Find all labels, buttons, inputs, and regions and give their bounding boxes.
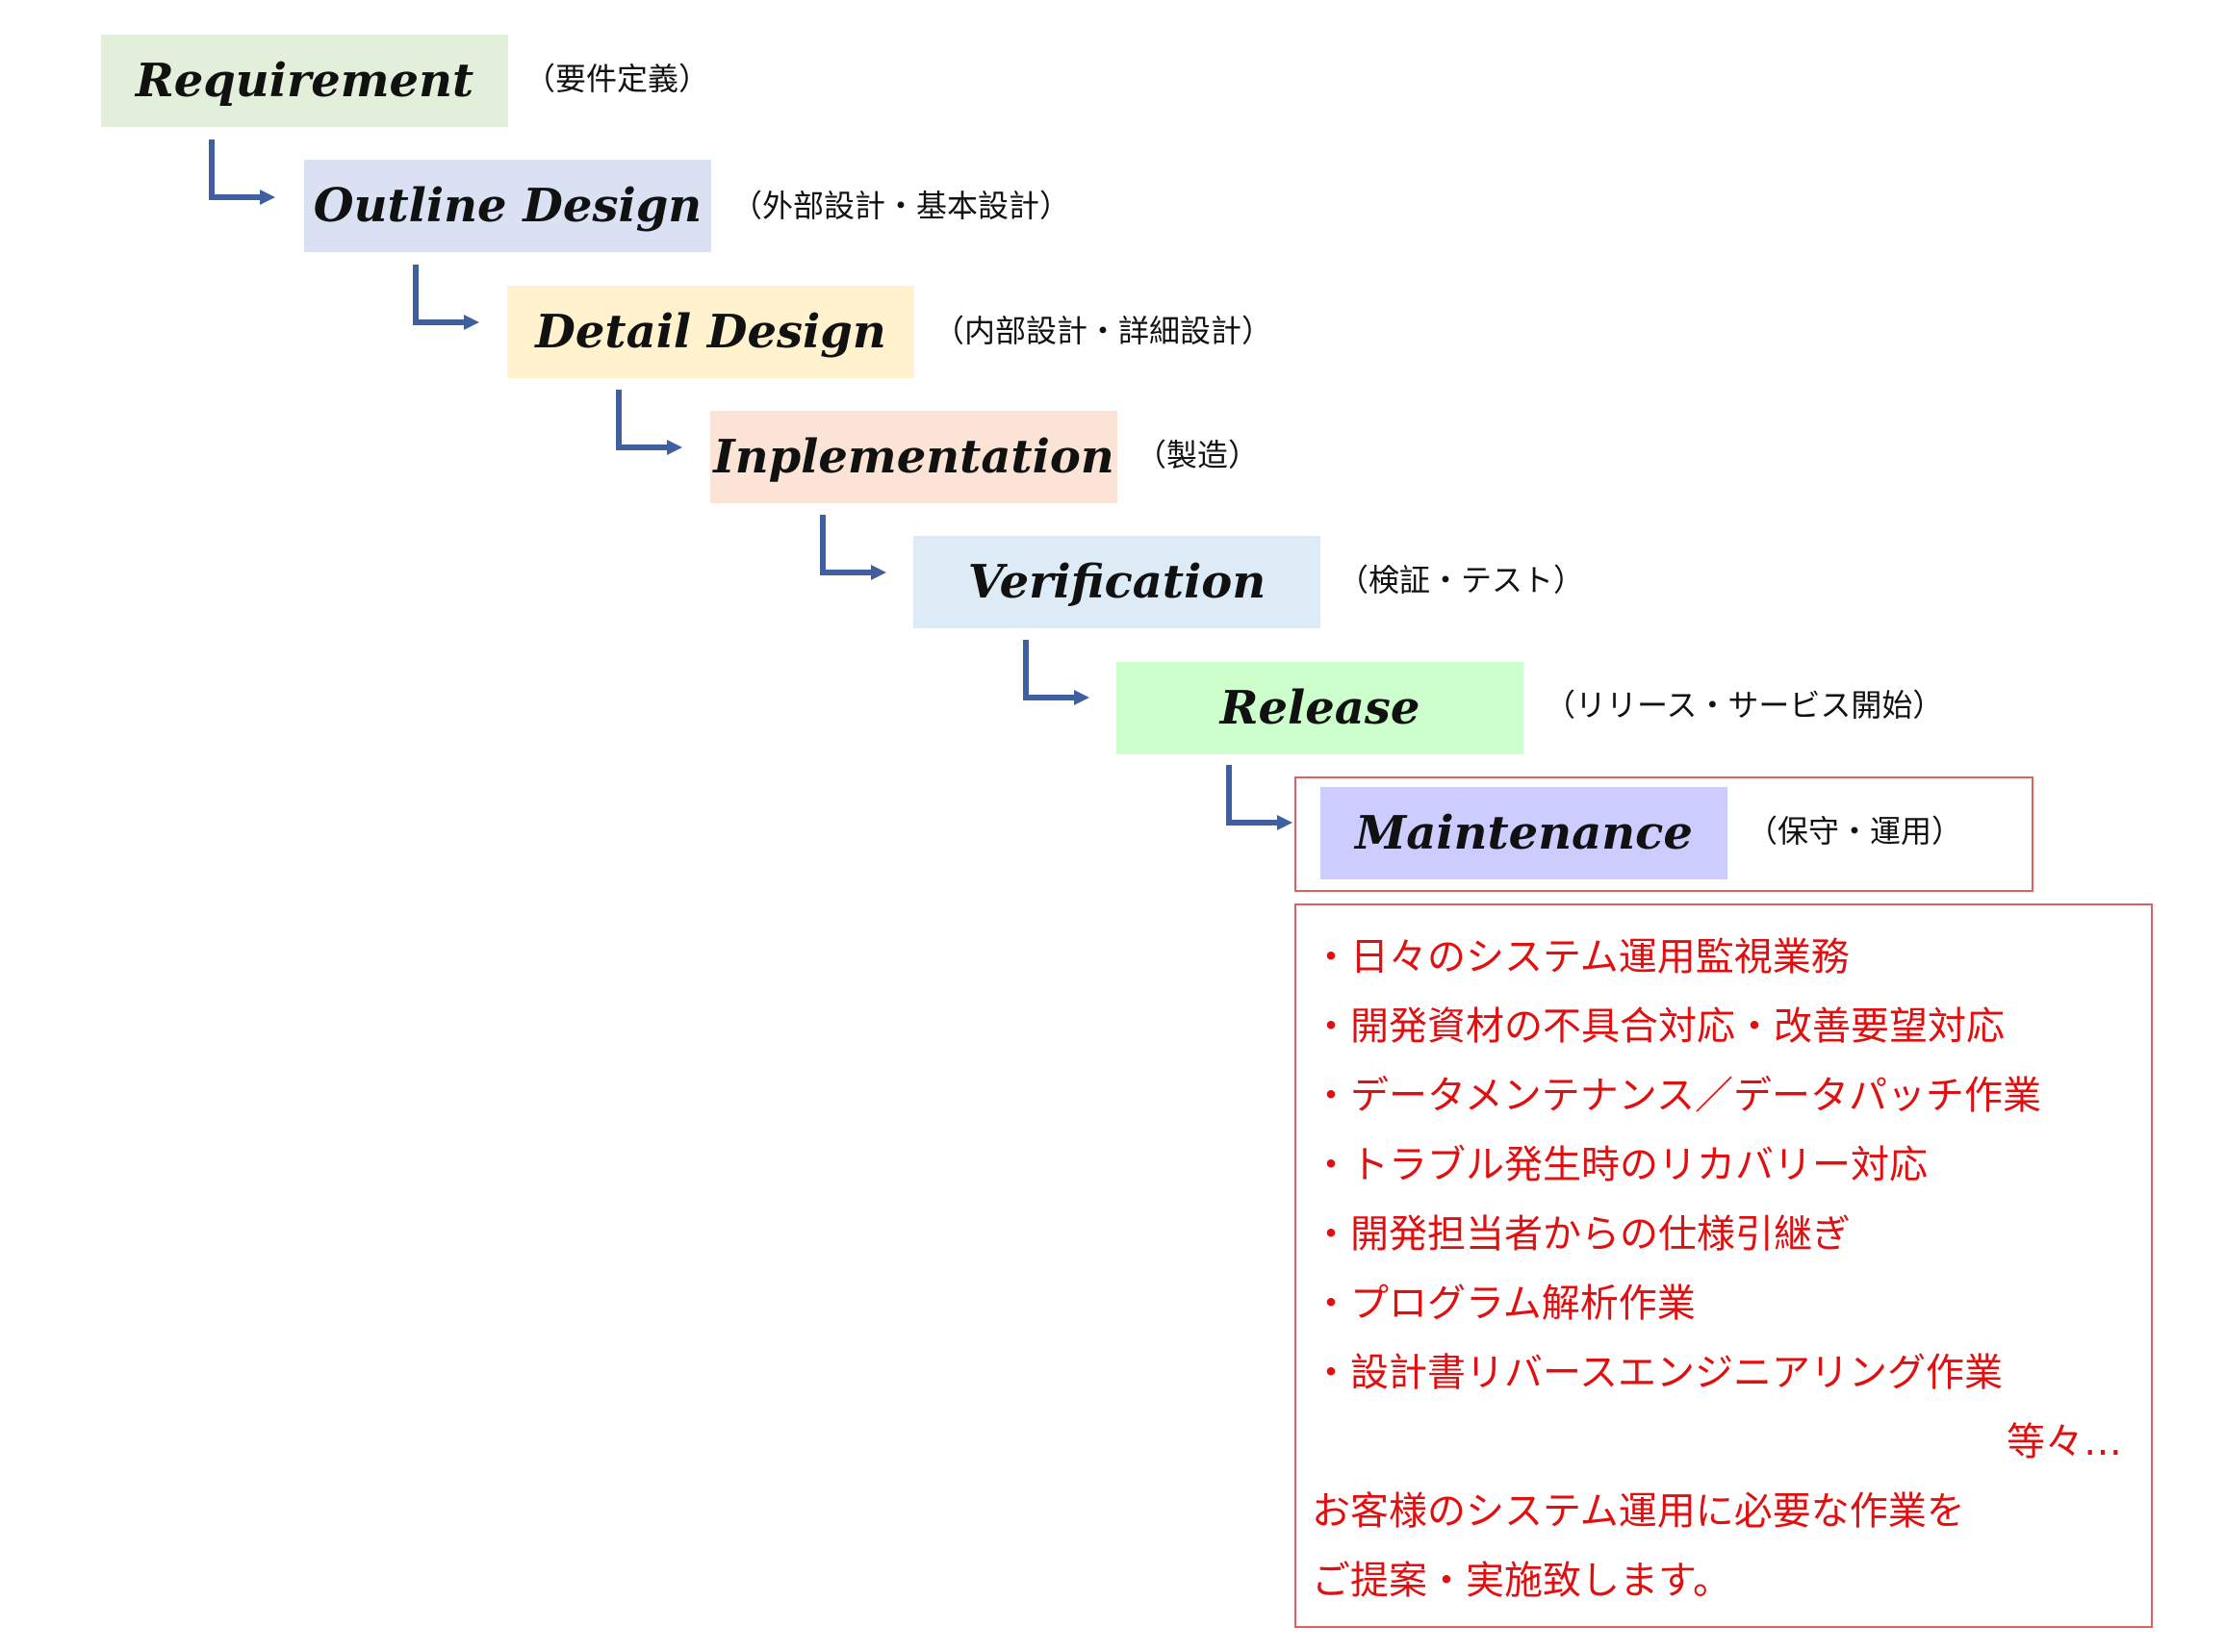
list-item: ・トラブル発生時のリカバリー対応 bbox=[1312, 1143, 1928, 1187]
maintenance-highlight-frame bbox=[1294, 776, 2033, 892]
list-item: ・プログラム解析作業 bbox=[1312, 1282, 1696, 1326]
step-detail-design: Detail Design bbox=[507, 286, 914, 378]
step-label: Inplementation bbox=[713, 430, 1114, 484]
step-verification: Verification bbox=[913, 536, 1320, 628]
down-right-arrow-icon bbox=[616, 390, 682, 455]
list-item: ・設計書リバースエンジニアリング作業 bbox=[1312, 1351, 2003, 1395]
closing-line: ご提案・実施致します。 bbox=[1312, 1559, 1731, 1603]
step-outline-design: Outline Design bbox=[304, 160, 711, 252]
step-note: （リリース・サービス開始） bbox=[1545, 687, 1944, 724]
down-right-arrow-icon bbox=[413, 265, 479, 330]
list-item: ・日々のシステム運用監視業務 bbox=[1312, 935, 1850, 979]
step-note: （内部設計・詳細設計） bbox=[933, 313, 1273, 349]
step-requirement: Requirement bbox=[101, 35, 508, 127]
step-note: （検証・テスト） bbox=[1338, 562, 1585, 598]
step-label: Verification bbox=[967, 555, 1266, 609]
step-maintenance: Maintenance bbox=[1320, 787, 1727, 879]
maintenance-task-list: ・日々のシステム運用監視業務 ・開発資材の不具合対応・改善要望対応 ・データメン… bbox=[1294, 903, 2153, 1628]
step-release: Release bbox=[1116, 662, 1523, 754]
step-label: Detail Design bbox=[535, 305, 886, 359]
closing-line: お客様のシステム運用に必要な作業を bbox=[1312, 1489, 1965, 1534]
list-item: ・開発資材の不具合対応・改善要望対応 bbox=[1312, 1004, 2005, 1049]
step-note: （保守・運用） bbox=[1747, 813, 1963, 850]
etc-text: 等々… bbox=[2007, 1420, 2122, 1464]
step-note: （製造） bbox=[1136, 437, 1260, 473]
step-note: （要件定義） bbox=[524, 61, 710, 97]
step-label: Release bbox=[1219, 681, 1420, 735]
step-label: Outline Design bbox=[313, 179, 703, 233]
down-right-arrow-icon bbox=[1226, 765, 1292, 830]
step-label: Requirement bbox=[135, 54, 474, 108]
step-label: Maintenance bbox=[1355, 806, 1693, 860]
list-item: ・データメンテナンス／データパッチ作業 bbox=[1312, 1074, 2041, 1118]
step-implementation: Inplementation bbox=[710, 411, 1117, 503]
list-item: ・開発担当者からの仕様引継ぎ bbox=[1312, 1212, 1851, 1257]
down-right-arrow-icon bbox=[820, 515, 886, 580]
down-right-arrow-icon bbox=[1023, 640, 1089, 705]
down-right-arrow-icon bbox=[209, 140, 275, 205]
step-note: （外部設計・基本設計） bbox=[731, 188, 1071, 224]
